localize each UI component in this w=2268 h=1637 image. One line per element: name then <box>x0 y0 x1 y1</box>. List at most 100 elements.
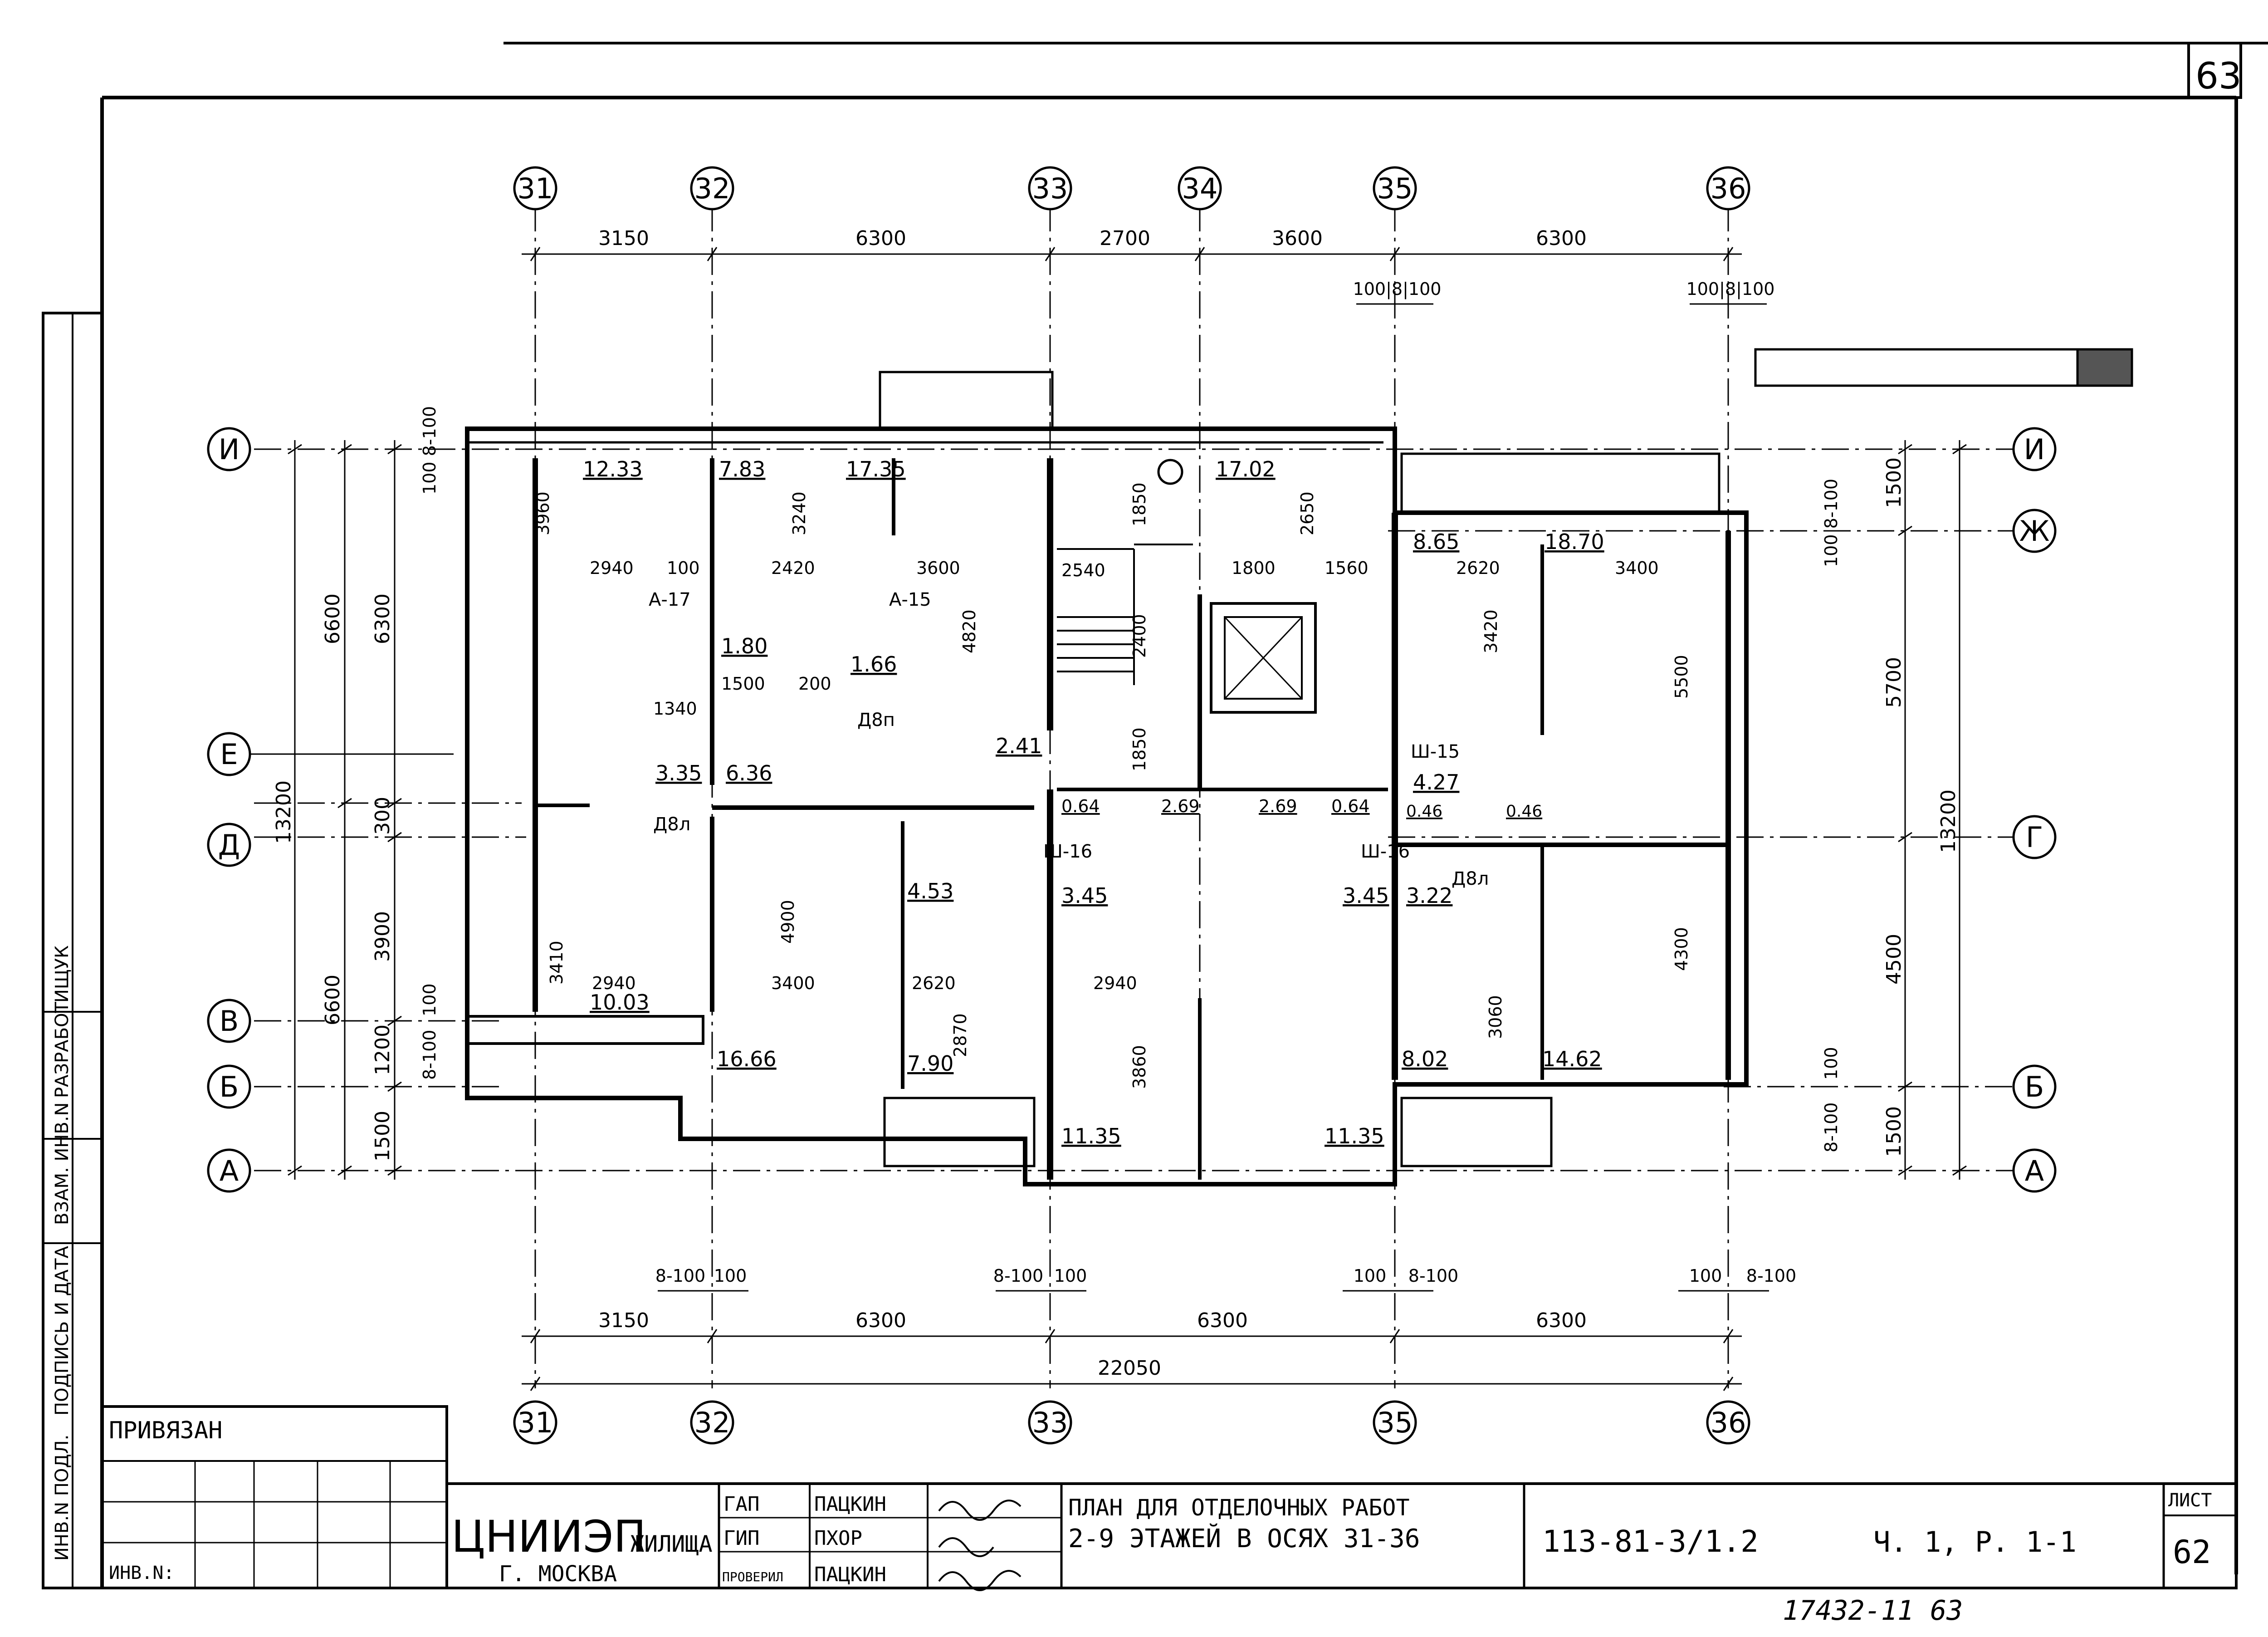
dim-label: 100|8|100 <box>1686 279 1775 299</box>
title-block <box>101 1405 2238 1589</box>
interior-dim: 1500 <box>721 674 765 694</box>
room-area: 11.35 <box>1325 1124 1384 1148</box>
interior-dim: 2940 <box>1093 973 1137 993</box>
side-stamp-text: ПОДПИСЬ И ДАТА <box>52 1245 73 1416</box>
dim-label: 100|8|100 <box>1353 279 1442 299</box>
inv-label: ИНВ.N: <box>109 1563 175 1583</box>
axis-label: 35 <box>1377 1406 1413 1439</box>
project-code: 113-81-3/1.2 <box>1542 1524 1759 1559</box>
axis-label: 34 <box>1182 172 1218 205</box>
name-gap: ПАЦКИН <box>814 1493 886 1516</box>
interior-dim: 3240 <box>789 491 809 535</box>
signatures <box>938 1500 1022 1591</box>
building-walls <box>465 371 1749 1186</box>
axis-label: Ж <box>2019 515 2050 548</box>
axis-bubbles-right <box>2012 427 2057 1193</box>
room-area: 16.66 <box>717 1047 777 1071</box>
dim-label: 1200 <box>371 1024 394 1075</box>
dim-label: 4500 <box>1882 934 1906 985</box>
room-area: 3.45 <box>1061 883 1108 908</box>
dim-label: 6300 <box>1536 1309 1587 1332</box>
room-area: 10.03 <box>590 990 650 1015</box>
axis-labels-right: И Ж Г Б А <box>2019 433 2050 1187</box>
dim-label: 6600 <box>321 975 344 1025</box>
room-area: 0.46 <box>1506 802 1542 821</box>
room-area: 11.35 <box>1061 1124 1121 1148</box>
dim-label: 6300 <box>855 227 906 250</box>
element-tags: А-17 А-15 Д8л Д8п Ш-15 Ш-16 Ш-16 Д8л <box>649 589 1489 889</box>
interior-dim: 2420 <box>771 558 815 578</box>
room-area: 3.45 <box>1343 883 1389 908</box>
dim-label: 1500 <box>371 1111 394 1162</box>
dim-label: 6300 <box>855 1309 906 1332</box>
interior-dim: 3860 <box>1129 1045 1149 1089</box>
interior-dim: 2540 <box>1061 560 1105 580</box>
room-area: 7.83 <box>719 457 765 481</box>
dim-label: 8-100 <box>420 1030 440 1080</box>
side-stamp-text: ВЗАМ. ИНВ.N <box>52 1103 73 1225</box>
tag: Ш-16 <box>1361 841 1410 862</box>
dim-label: 100 <box>714 1266 747 1286</box>
dim-label: 3150 <box>598 227 649 250</box>
axis-label: Г <box>2026 821 2043 854</box>
room-area: 2.69 <box>1161 796 1200 816</box>
room-area: 3.22 <box>1406 883 1452 908</box>
interior-dim: 200 <box>798 674 831 694</box>
drawing-title-line2: 2-9 ЭТАЖЕЙ В ОСЯХ 31-36 <box>1068 1524 1420 1554</box>
axis-label: Е <box>220 738 238 771</box>
axis-label: Б <box>220 1070 239 1103</box>
dim-label: 8-100 <box>655 1266 705 1286</box>
dim-label: 6300 <box>1536 227 1587 250</box>
org-name: ЦНИИЭП <box>451 1511 646 1562</box>
axis-label: 32 <box>694 172 730 205</box>
room-area: 2.69 <box>1259 796 1297 816</box>
interior-dim: 4300 <box>1672 927 1691 971</box>
axis-label: 31 <box>518 172 553 205</box>
dim-label: 3600 <box>1272 227 1323 250</box>
tag: Д8п <box>857 710 895 730</box>
dim-label: 1500 <box>1882 1106 1906 1157</box>
room-area: 3.35 <box>655 761 702 785</box>
sheet-number: 63 <box>2195 55 2242 97</box>
room-area: 14.62 <box>1542 1047 1602 1071</box>
tag: Ш-15 <box>1411 741 1460 762</box>
axis-labels-left: И Е Д В Б А <box>218 433 240 1187</box>
dim-label: 2700 <box>1100 227 1150 250</box>
dim-label: 100 8-100 <box>420 406 440 495</box>
dim-label: 5700 <box>1882 657 1906 708</box>
room-area: 12.33 <box>583 457 643 481</box>
interior-dim: 100 <box>667 558 700 578</box>
room-area: 1.80 <box>721 634 767 658</box>
bottom-dimension-chain <box>522 1290 1769 1391</box>
axis-labels-bottom: 31 32 33 35 36 <box>518 1406 1746 1439</box>
interior-dim: 5500 <box>1672 655 1691 699</box>
interior-dim: 4900 <box>778 900 798 944</box>
dim-label: 100 <box>1689 1266 1722 1286</box>
room-area: 0.46 <box>1406 802 1442 821</box>
dim-label: 100 <box>1354 1266 1387 1286</box>
room-area: 17.02 <box>1216 457 1276 481</box>
interior-dim: 2870 <box>950 1013 970 1057</box>
interior-dimensions: 3960 2940 100 2420 3600 4820 1850 2400 1… <box>533 482 1691 1089</box>
interior-dim: 2940 <box>590 558 634 578</box>
axis-label: 36 <box>1711 1406 1746 1439</box>
room-area: 0.64 <box>1331 796 1370 816</box>
axis-label: В <box>220 1005 239 1038</box>
sheet-frame <box>42 42 2268 1589</box>
left-dimension-chain <box>288 440 402 1180</box>
dim-label: 1500 <box>1882 457 1906 508</box>
interior-dim: 1340 <box>653 699 697 719</box>
interior-dim: 2400 <box>1129 614 1149 658</box>
dim-label: 100 <box>420 983 440 1016</box>
interior-dim: 3420 <box>1481 609 1501 653</box>
interior-dim: 3400 <box>771 973 815 993</box>
dim-label: 8-100 <box>1408 1266 1458 1286</box>
interior-dim: 1850 <box>1129 727 1149 771</box>
dim-label: 3150 <box>598 1309 649 1332</box>
interior-dim: 4820 <box>959 609 979 653</box>
room-areas: 12.33 7.83 17.35 17.02 8.65 18.70 1.80 1… <box>583 457 1604 1148</box>
dim-label: 8-100 <box>993 1266 1043 1286</box>
bottom-dimension-labels: 3150 6300 6300 6300 22050 8-100 100 8-10… <box>598 1266 1796 1380</box>
name-checked: ПАЦКИН <box>814 1563 886 1586</box>
